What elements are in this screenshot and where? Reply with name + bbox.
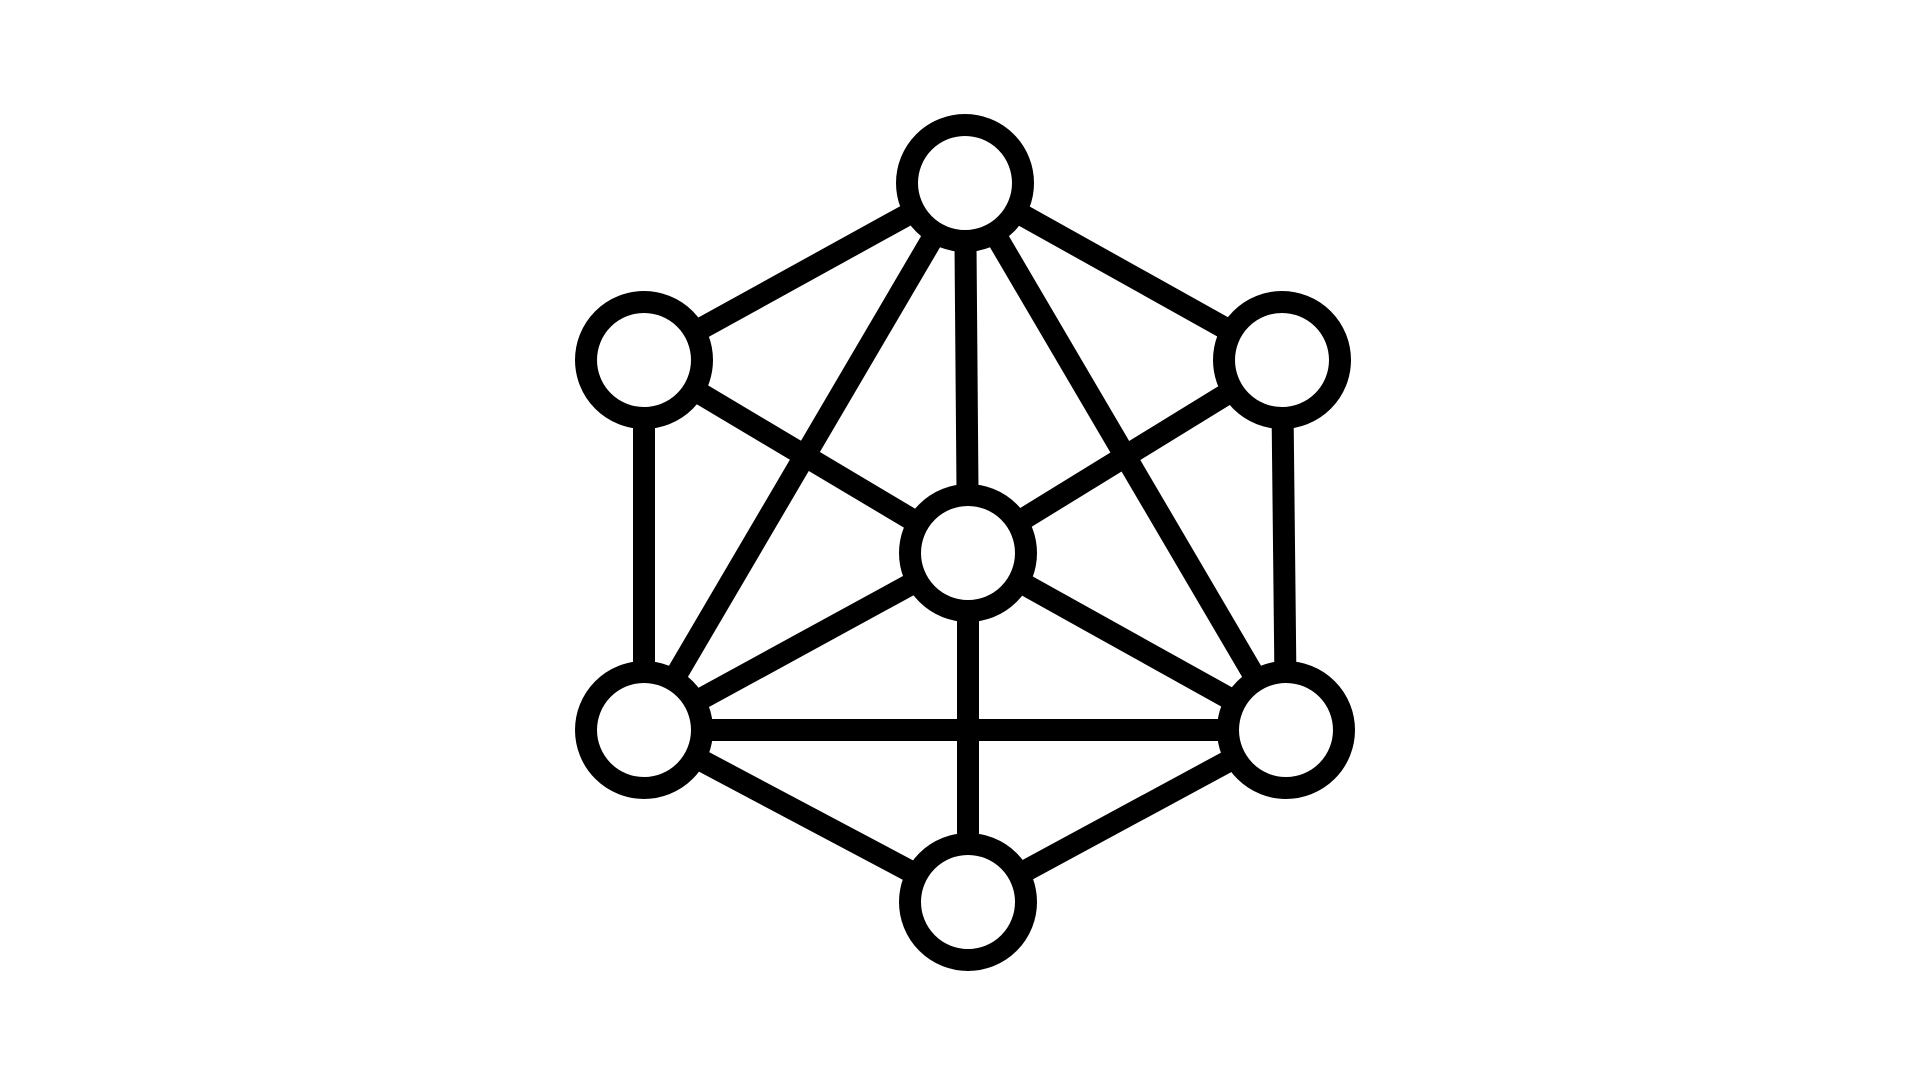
node-lower-left <box>575 661 713 799</box>
node-upper-right <box>1213 291 1351 429</box>
graph-nodes <box>575 114 1355 971</box>
node-top <box>896 114 1034 252</box>
node-lower-right <box>1217 661 1355 799</box>
node-upper-left <box>575 291 713 429</box>
node-bottom <box>899 833 1037 971</box>
node-center <box>899 484 1037 622</box>
